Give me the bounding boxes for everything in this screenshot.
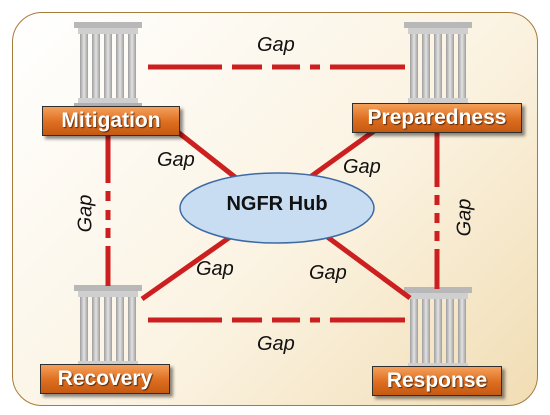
pillar-response-icon <box>404 287 472 374</box>
hub-label: NGFR Hub <box>226 193 328 215</box>
pillar-label-preparedness: Preparedness <box>352 103 522 133</box>
gap-label-preparedness-hub: Gap <box>343 156 381 178</box>
connector-hub-preparedness <box>304 123 383 183</box>
connector-hub-response <box>320 230 412 301</box>
pillar-label-mitigation: Mitigation <box>42 106 180 136</box>
hub-ellipse <box>179 172 375 244</box>
gap-label-response-hub: Gap <box>309 262 347 284</box>
connector-hub-recovery <box>140 232 235 302</box>
connector-hub-mitigation <box>172 127 242 183</box>
gap-label-right: Gap <box>453 198 476 237</box>
pillar-label-response: Response <box>372 366 502 396</box>
gap-label-left: Gap <box>74 194 97 233</box>
gap-label-bottom: Gap <box>257 333 295 355</box>
gap-label-recovery-hub: Gap <box>196 258 234 280</box>
pillar-mitigation-icon <box>74 22 142 109</box>
pillar-recovery-icon <box>74 285 142 372</box>
pillar-preparedness-icon <box>404 22 472 109</box>
gap-label-top: Gap <box>257 34 295 56</box>
pillar-label-recovery: Recovery <box>40 364 170 394</box>
gap-label-mitigation-hub: Gap <box>157 149 195 171</box>
